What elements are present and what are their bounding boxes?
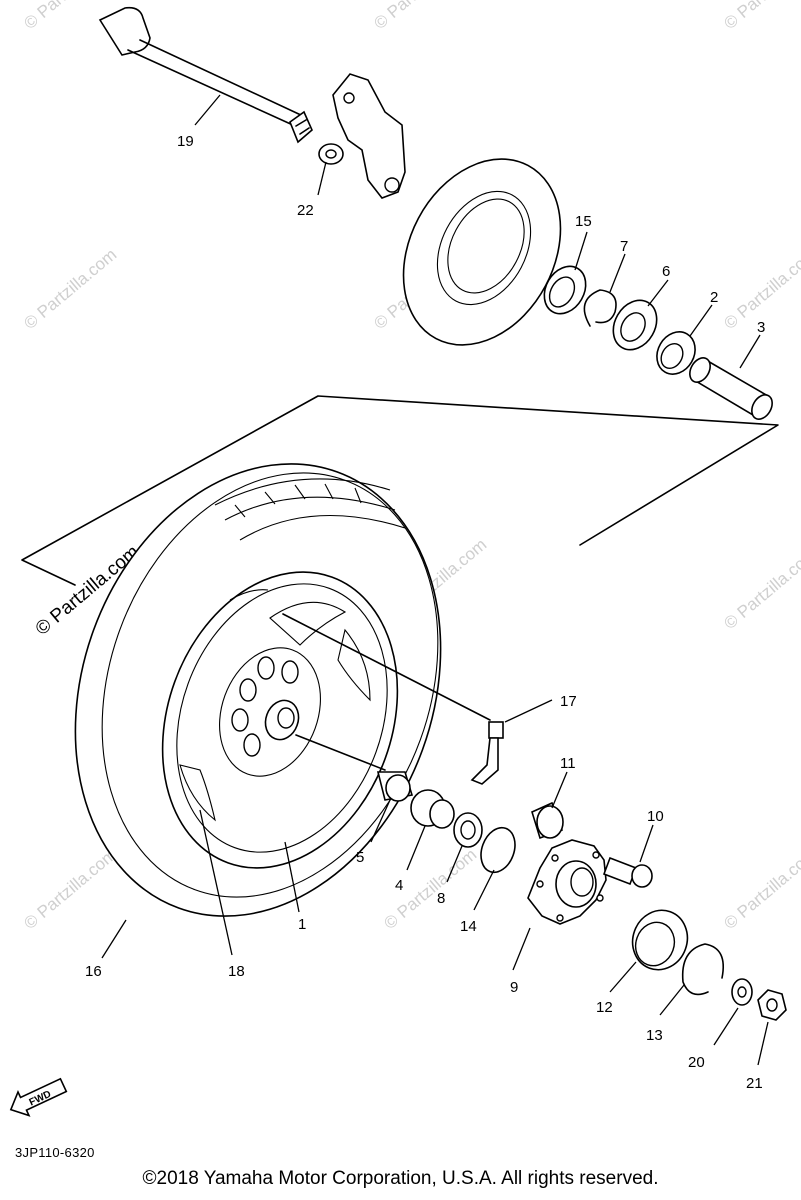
part-9-hub — [527, 839, 607, 925]
callout-5: 5 — [356, 849, 364, 866]
caliper-bracket-hole — [384, 177, 400, 193]
part-10-bolt — [602, 856, 653, 888]
watermark: © Partzilla.com — [720, 0, 801, 33]
part-5-collar — [376, 771, 414, 802]
assembly-frame-line — [21, 395, 779, 586]
callout-6: 6 — [662, 263, 670, 280]
callout-22: 22 — [297, 202, 314, 219]
callouts: 19 22 15 7 6 2 3 17 11 10 5 4 8 14 9 1 1… — [85, 133, 765, 1092]
part-8-bearing — [453, 812, 483, 848]
watermark: © Partzilla.com — [20, 245, 120, 333]
callout-14: 14 — [460, 918, 477, 935]
part-1-rim — [161, 571, 399, 869]
callout-2: 2 — [710, 289, 718, 306]
callout-18: 18 — [228, 963, 245, 980]
watermark: © Partzilla.com — [370, 0, 470, 33]
part-4-spacer — [410, 789, 455, 829]
part-19-axle — [98, 6, 313, 144]
callout-13: 13 — [646, 1027, 663, 1044]
callout-11: 11 — [560, 755, 576, 772]
part-21-nut — [757, 989, 787, 1021]
callout-7: 7 — [620, 238, 628, 255]
axle-centerline — [295, 734, 386, 771]
callout-12: 12 — [596, 999, 613, 1016]
part-20-washer — [731, 978, 753, 1006]
callout-20: 20 — [688, 1054, 705, 1071]
part-14-o-ring — [480, 826, 516, 874]
part-15-oil-seal — [543, 265, 587, 315]
part-22-collar — [318, 143, 344, 165]
callout-10: 10 — [647, 808, 664, 825]
watermark: © Partzilla.com — [720, 545, 801, 633]
callout-17: 17 — [560, 693, 577, 710]
part-7-circlip — [583, 289, 617, 327]
part-17-valve — [282, 613, 504, 785]
part-12-cover — [631, 909, 689, 971]
callout-4: 4 — [395, 877, 403, 894]
caliper-bracket — [332, 73, 406, 199]
fwd-arrow-icon: FWD — [9, 1077, 68, 1117]
callout-16: 16 — [85, 963, 102, 980]
callout-8: 8 — [437, 890, 445, 907]
callout-1: 1 — [298, 916, 306, 933]
callout-21: 21 — [746, 1075, 763, 1092]
watermark: © Partzilla.com — [720, 845, 801, 933]
part-11-collar — [531, 801, 564, 840]
part-13-circlip — [681, 943, 724, 996]
part-6-bearing — [612, 299, 658, 351]
copyright-notice: ©2018 Yamaha Motor Corporation, U.S.A. A… — [142, 1168, 659, 1189]
part-2-bearing — [656, 331, 696, 375]
callout-3: 3 — [757, 319, 765, 336]
callout-leaders — [101, 94, 769, 1066]
callout-15: 15 — [575, 213, 592, 230]
caliper-bracket-hole — [343, 92, 355, 104]
callout-9: 9 — [510, 979, 518, 996]
part-3-spacer — [689, 357, 773, 420]
callout-19: 19 — [177, 133, 194, 150]
watermark: © Partzilla.com — [20, 845, 120, 933]
part-code: 3JP110-6320 — [15, 1145, 95, 1160]
